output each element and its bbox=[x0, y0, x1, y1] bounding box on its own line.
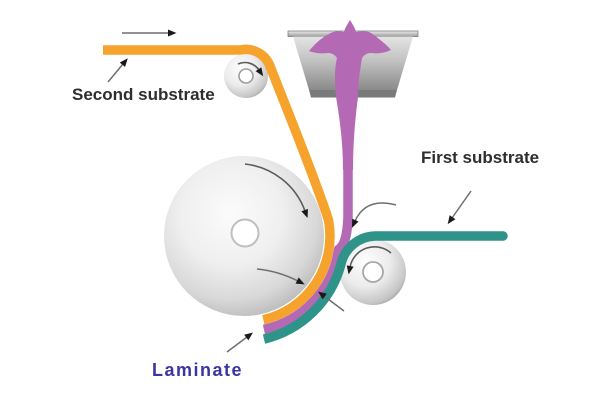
melt-nip-pointer-arrow bbox=[256, 268, 305, 285]
laminate-label: Laminate bbox=[152, 360, 243, 380]
chill-roll-hub bbox=[230, 218, 260, 248]
laminate-stack-pointer-arrow bbox=[318, 291, 345, 312]
extrudate-melt-curtain bbox=[309, 20, 391, 170]
chill-roll-rotation-arrow bbox=[244, 163, 308, 219]
guide-roll-hub bbox=[238, 68, 254, 84]
guide-roll-rotation-arrow bbox=[237, 61, 264, 77]
nip-roll-rotation-arrow bbox=[346, 246, 392, 275]
extrudate-melt-band bbox=[262, 160, 353, 335]
first-substrate-web bbox=[262, 231, 503, 344]
second-substrate-pointer-arrow bbox=[107, 58, 128, 83]
first-substrate-web-end bbox=[498, 231, 508, 241]
second-substrate-label: Second substrate bbox=[72, 85, 215, 104]
nip-roll-hub bbox=[362, 261, 384, 283]
first-substrate-pointer-arrow bbox=[447, 190, 472, 225]
second-substrate-web bbox=[103, 44, 335, 325]
first-substrate-label: First substrate bbox=[421, 148, 539, 167]
laminate-pointer-arrow bbox=[226, 332, 253, 353]
nip-entry-pointer-arrow bbox=[351, 202, 397, 228]
